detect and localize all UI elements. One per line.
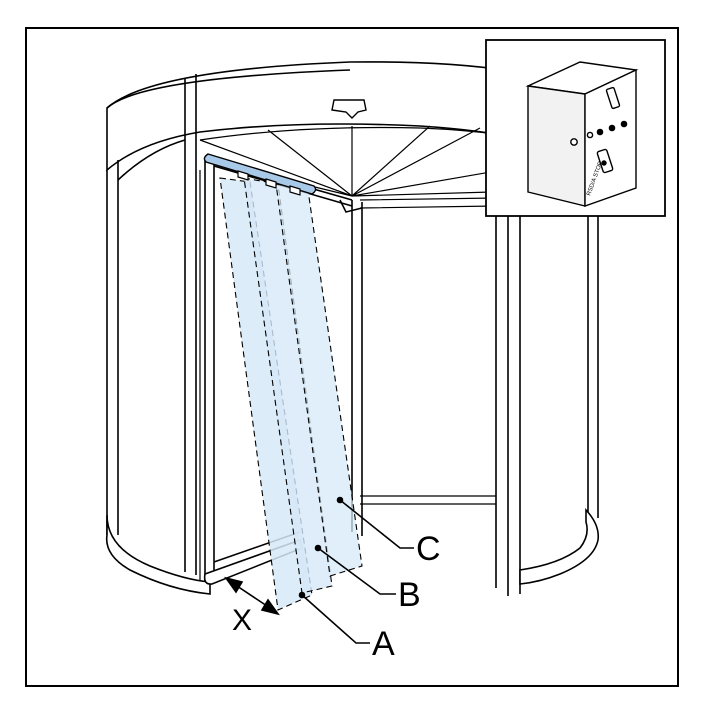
box-switch <box>605 86 621 110</box>
dimension-x-arrow-right <box>260 598 280 616</box>
left-wall <box>106 74 197 575</box>
box-side-face <box>527 85 586 207</box>
leader-c <box>339 499 414 549</box>
label-x: X <box>232 604 252 637</box>
door-post-right <box>339 199 363 213</box>
box-led-1 <box>596 128 604 136</box>
label-c: C <box>416 530 441 568</box>
ceiling-light <box>331 99 367 119</box>
floor-ring-left <box>105 514 211 595</box>
callout-leaders <box>298 496 414 644</box>
right-wall <box>495 168 599 596</box>
box-led-3 <box>620 120 628 128</box>
box-indicator-0 <box>586 131 594 139</box>
box-front-face <box>584 68 637 207</box>
floor-ring-right <box>519 507 600 585</box>
sensor-beams <box>219 177 363 611</box>
leader-a <box>301 594 370 644</box>
label-a: A <box>372 625 395 663</box>
rear-door-lines <box>359 197 497 505</box>
inset-panel: RSD/A STOP <box>485 39 666 217</box>
box-led-2 <box>608 124 616 132</box>
leader-b <box>317 547 396 595</box>
dimension-x <box>224 576 280 616</box>
dimension-x-arrow-left <box>224 576 244 594</box>
box-key-dot <box>601 160 607 166</box>
wall-mounted-control-box-icon <box>525 61 639 207</box>
sensor-mounts <box>237 170 301 196</box>
left-wall-curve <box>117 139 186 181</box>
box-lamp <box>570 138 578 146</box>
sensor-bar-body <box>203 153 317 195</box>
ceiling-radials <box>199 125 561 197</box>
sensor-bar <box>203 153 317 196</box>
label-b: B <box>398 576 421 614</box>
callout-labels: A B C X <box>232 530 441 663</box>
